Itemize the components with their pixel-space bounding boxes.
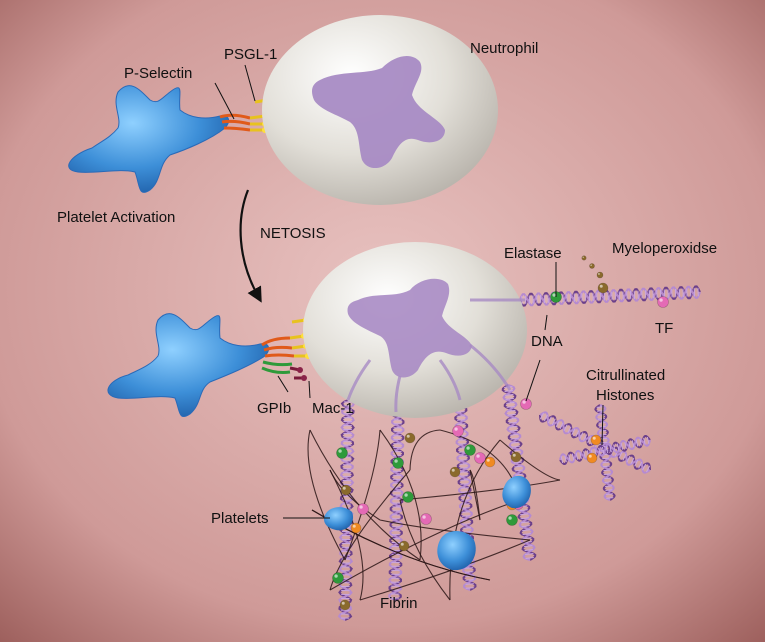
fibrin-strand <box>469 469 481 521</box>
neutrophil-bottom-nucleus <box>347 278 472 378</box>
fibrin-strand <box>499 439 561 481</box>
elastase-granule <box>336 447 348 459</box>
label-netosis: NETOSIS <box>260 225 326 242</box>
clot-platelet <box>502 475 531 509</box>
mpo-granule <box>404 432 416 444</box>
nucleus-extensions <box>346 298 525 413</box>
label-tf: TF <box>655 320 673 337</box>
label-histones: Histones <box>596 387 654 404</box>
elastase-granule <box>392 457 404 469</box>
fibrin-strand <box>409 429 441 471</box>
tf-granule <box>452 425 464 437</box>
dna-strand <box>559 435 651 465</box>
histone-granule <box>586 452 598 464</box>
elastase-granule <box>506 514 518 526</box>
clot-platelet <box>324 507 354 531</box>
mpo-granule <box>597 282 609 294</box>
fibrin-strand <box>399 499 451 601</box>
elastase-granule <box>464 444 476 456</box>
elastase-granule <box>332 572 344 584</box>
elastase-granule <box>402 491 414 503</box>
tf-granule <box>474 452 486 464</box>
clot-platelets <box>324 475 531 571</box>
label-dna: DNA <box>531 333 563 350</box>
mpo-granule <box>581 255 587 261</box>
label-elastase: Elastase <box>504 245 562 262</box>
label-platelets: Platelets <box>211 510 269 527</box>
dna-strand <box>501 384 537 561</box>
tf-granule <box>657 296 669 308</box>
label-leaders <box>214 64 604 519</box>
mpo-granule <box>398 540 410 552</box>
mpo-granule <box>340 484 352 496</box>
mpo-granule <box>339 599 351 611</box>
fibrin-strand <box>329 499 521 591</box>
tf-granule <box>357 503 369 515</box>
granule-particles <box>332 255 669 611</box>
fibrin-strand <box>379 429 422 561</box>
label-gpib: GPIb <box>257 400 291 417</box>
mpo-granule <box>449 466 461 478</box>
fibrin-strand <box>449 439 501 601</box>
label-fibrin: Fibrin <box>380 595 418 612</box>
mpo-granule <box>596 271 604 279</box>
histone-granule <box>350 522 362 534</box>
label-pselectin: P-Selectin <box>124 65 192 82</box>
label-neutrophil: Neutrophil <box>470 40 538 57</box>
fibrin-strand <box>399 479 561 501</box>
label-myeloperoxidase: Myeloperoxidse <box>612 240 717 257</box>
neutrophil-top-nucleus <box>312 56 445 169</box>
histone-granule <box>590 434 602 446</box>
clot-platelet <box>437 531 476 571</box>
mpo-granule <box>510 451 522 463</box>
netosis-arrow <box>239 189 262 303</box>
label-mac1: Mac-1 <box>312 400 354 417</box>
label-psgl1: PSGL-1 <box>224 46 277 63</box>
label-citrullinated: Citrullinated <box>586 367 665 384</box>
tf-granule <box>420 513 432 525</box>
histone-granule <box>484 456 496 468</box>
platelet-bottom <box>107 313 270 418</box>
fibrin-strand <box>329 469 364 601</box>
fibrin-strand <box>307 429 346 561</box>
fibrin-strand <box>379 519 531 541</box>
mpo-granule <box>589 263 595 269</box>
label-platelet-activation: Platelet Activation <box>57 209 175 226</box>
fibrin-strand <box>344 429 381 561</box>
